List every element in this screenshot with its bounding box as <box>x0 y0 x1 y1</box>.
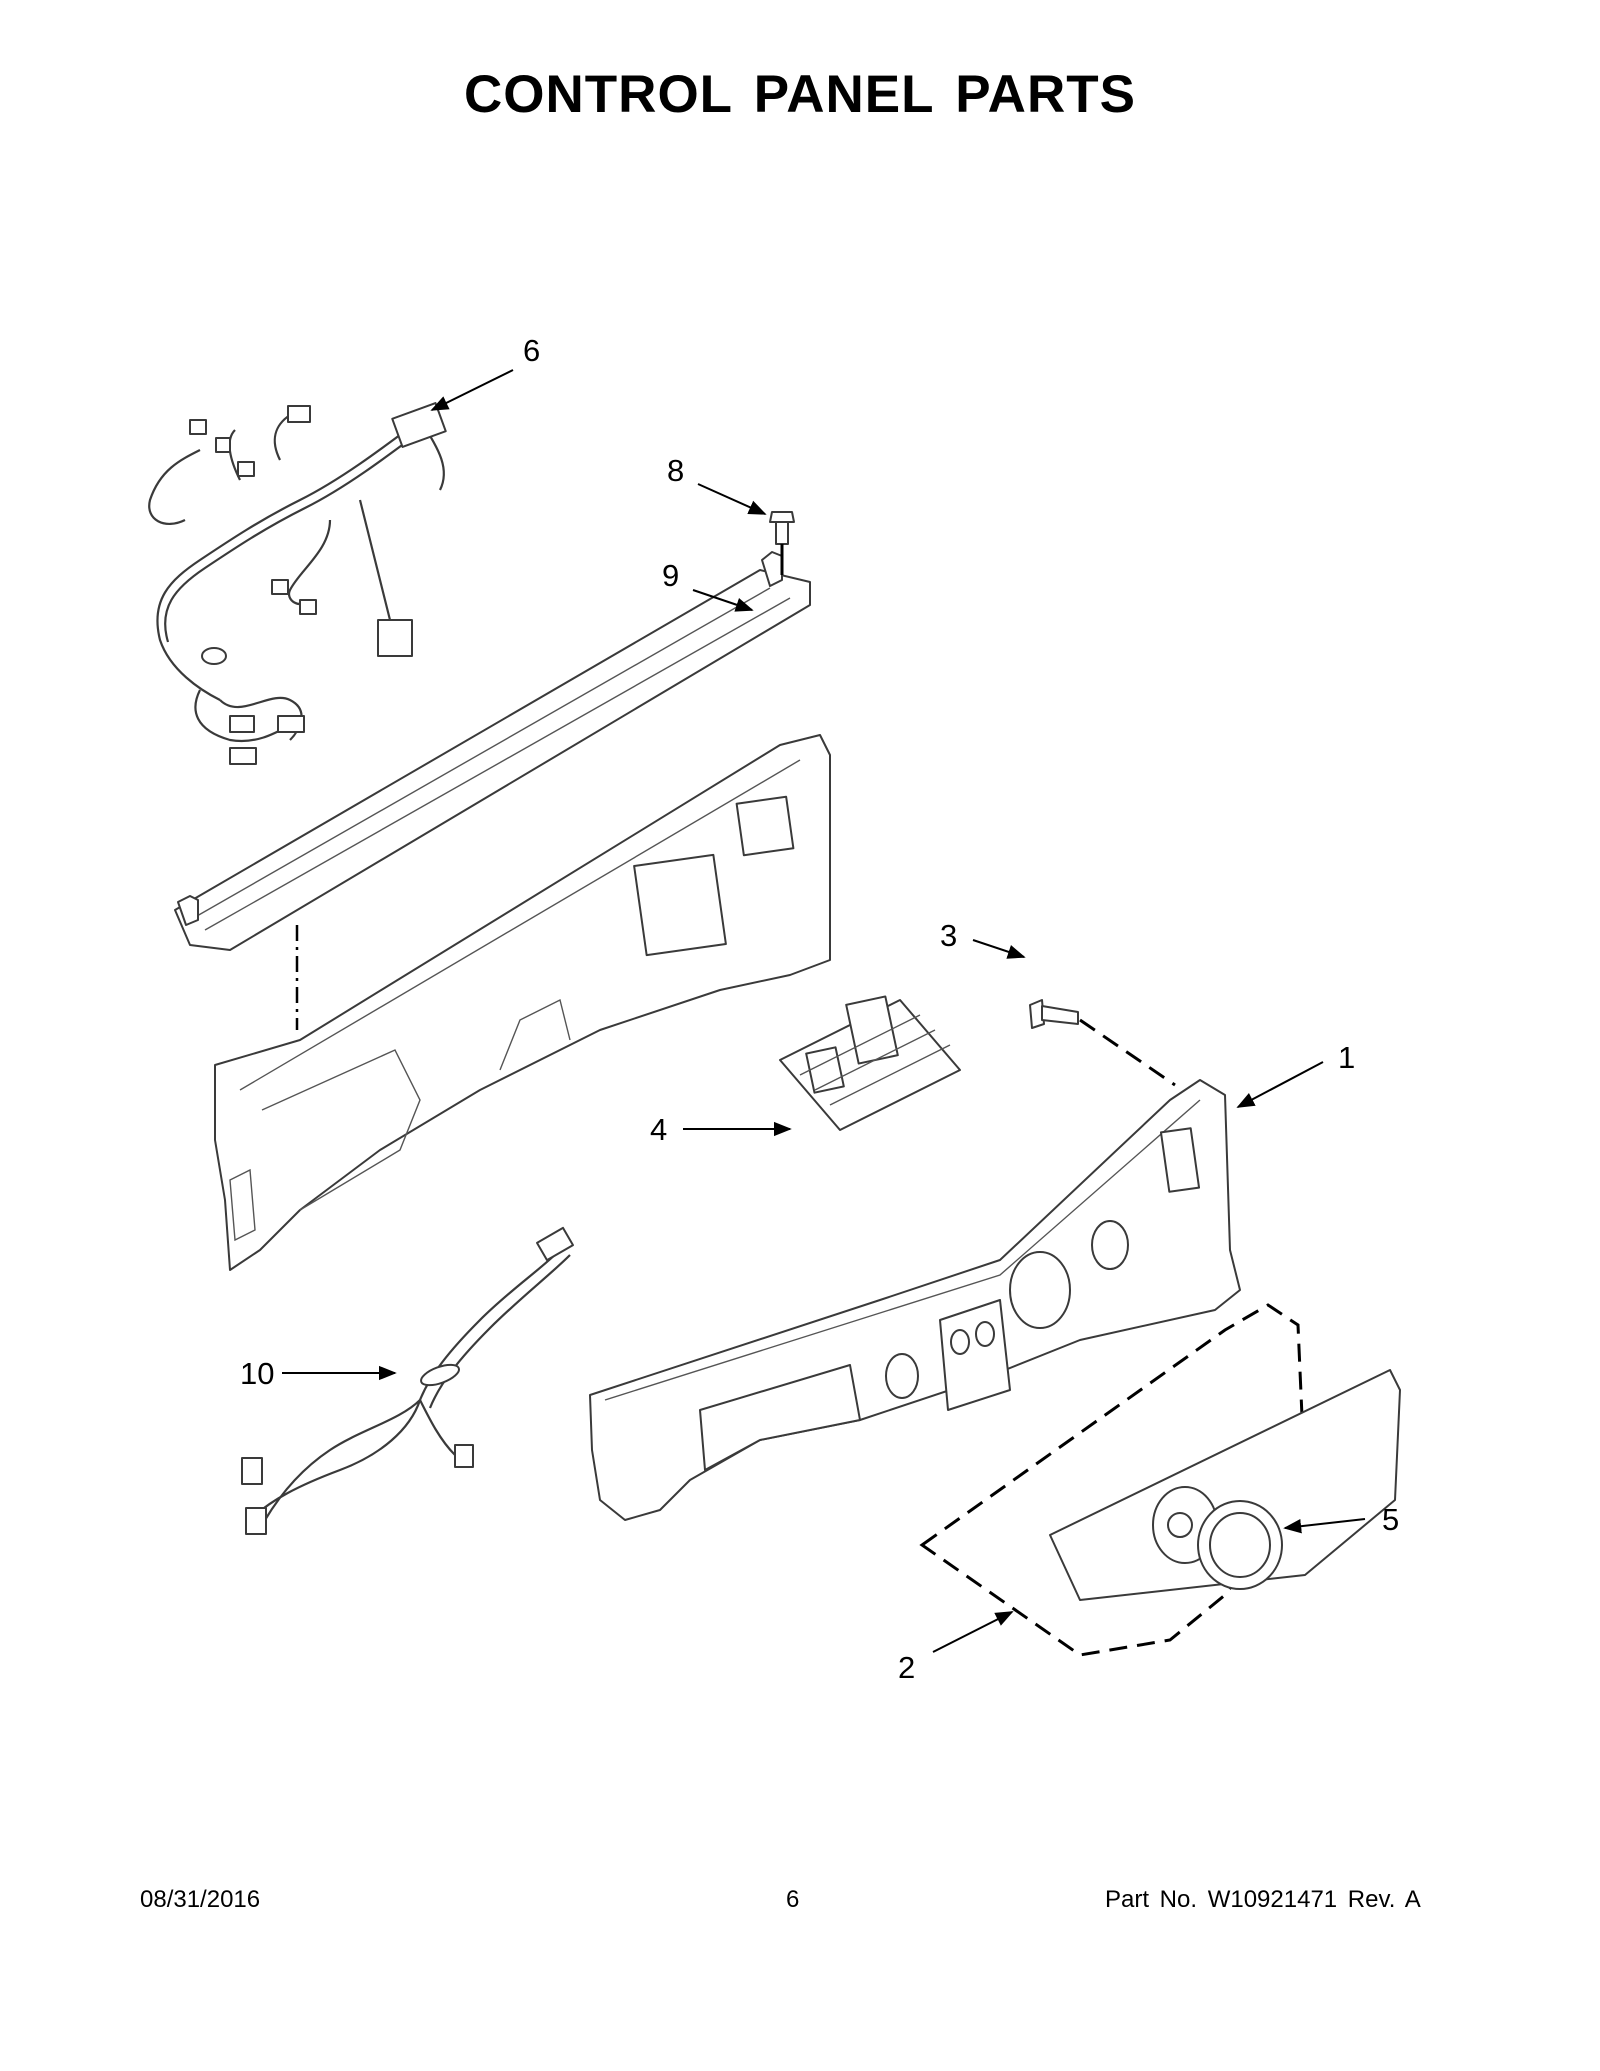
footer-part-number: Part No. W10921471 Rev. A <box>1105 1886 1421 1913</box>
callout-5: 5 <box>1382 1502 1399 1537</box>
control-board-part-4 <box>779 995 961 1131</box>
console-back-panel <box>214 734 831 1271</box>
knob-part-5 <box>1197 1500 1283 1590</box>
callout-4: 4 <box>650 1112 667 1147</box>
wire-harness-part-10 <box>241 1226 574 1535</box>
screw-part-3 <box>1029 999 1176 1087</box>
callout-3: 3 <box>940 918 957 953</box>
footer-page-number: 6 <box>786 1886 800 1913</box>
callout-1: 1 <box>1338 1040 1355 1075</box>
page-title: CONTROL PANEL PARTS <box>464 65 1136 124</box>
footer-date: 08/31/2016 <box>140 1886 261 1913</box>
wire-harness-part-6 <box>148 402 447 765</box>
screw-part-8 <box>769 511 795 575</box>
graphic-panel-group-part-2 <box>919 1303 1401 1657</box>
callout-2: 2 <box>898 1650 915 1685</box>
callout-10: 10 <box>240 1356 274 1391</box>
callout-9: 9 <box>662 558 679 593</box>
bracket-part-9 <box>174 551 811 951</box>
callout-6: 6 <box>523 333 540 368</box>
callout-arrows <box>282 369 1366 1653</box>
callout-8: 8 <box>667 453 684 488</box>
console-front-part-1 <box>589 1079 1241 1521</box>
